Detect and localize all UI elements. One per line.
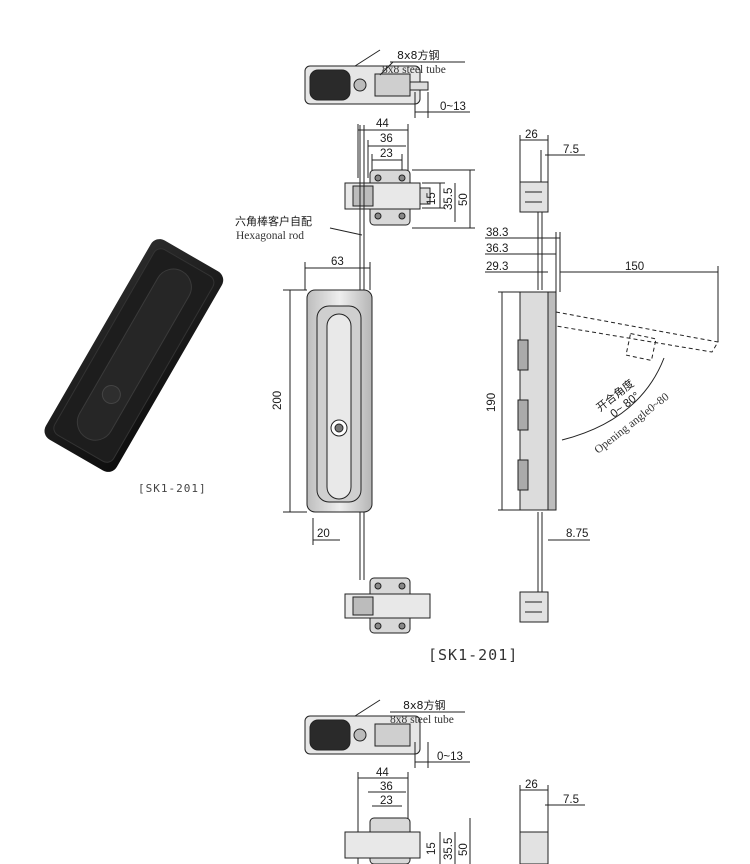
open-handle-outline [555,311,719,362]
dim-35-5: 35.5 [443,188,455,210]
dim-150: 150 [625,261,644,273]
dim-7-5-2: 7.5 [563,794,579,806]
dim-travel-2: 0~13 [437,751,463,763]
top-bolt-bracket [344,169,431,226]
dim-44: 44 [376,118,389,130]
steel-tube-label-en-2: 8x8 steel tube [390,714,454,726]
dim-190: 190 [486,393,498,412]
dim-35-5-2: 35.5 [443,838,455,860]
handle-front [306,289,373,513]
dim-63: 63 [331,256,344,268]
photo-caption: [SK1-201] [138,482,207,495]
steel-tube-label-cn: 8x8方钢 [397,48,440,62]
dim-7-5: 7.5 [563,144,579,156]
top-latch-plan [304,65,470,118]
hex-rod-label-en: Hexagonal rod [236,230,304,242]
dim-36: 36 [380,133,393,145]
dim-29-3: 29.3 [486,261,508,273]
dim-23-2: 23 [380,795,393,807]
hex-rod-label-cn: 六角棒客户自配 [235,214,312,228]
dim-36-2: 36 [380,781,393,793]
drawing-caption: [SK1-201] [428,646,518,664]
product-photo: [SK1-201] [44,239,224,495]
steel-tube-label-en: 8x8 steel tube [382,64,446,76]
dim-23: 23 [380,148,393,160]
dim-50: 50 [458,193,470,206]
dim-50-2: 50 [458,843,470,856]
second-drawing-text: 8x8方钢 8x8 steel tube 0~13 44 36 23 15 35… [376,698,579,860]
second-drawing [304,699,585,864]
side-view [485,135,719,623]
dim-8-75: 8.75 [566,528,588,540]
dim-26: 26 [525,129,538,141]
steel-tube-label-cn-2: 8x8方钢 [403,698,446,712]
dim-15: 15 [426,192,438,205]
dim-38-3: 38.3 [486,227,508,239]
bottom-bolt-bracket [344,577,431,634]
dim-200: 200 [272,391,284,410]
dim-44-2: 44 [376,767,389,779]
dim-26-2: 26 [525,779,538,791]
front-view [283,49,475,634]
dim-15-2: 15 [426,842,438,855]
dim-travel: 0~13 [440,101,466,113]
top-drawing-text: 8x8方钢 8x8 steel tube 0~13 44 36 23 15 35… [235,48,672,664]
dim-36-3: 36.3 [486,243,508,255]
dim-20: 20 [317,528,330,540]
